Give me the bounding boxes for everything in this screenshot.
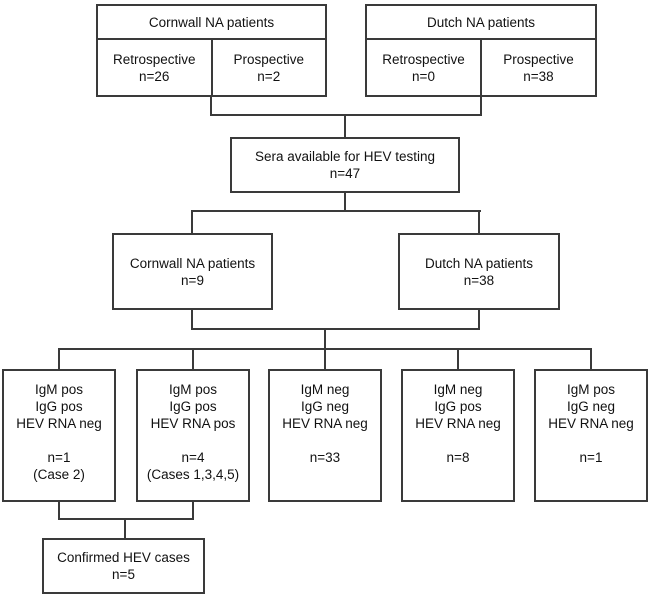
connector-into-cornwall-cohort (191, 211, 193, 233)
serology-line: HEV RNA neg (548, 416, 634, 431)
cell-count: n=38 (523, 68, 554, 84)
cornwall-cohort-box: Cornwall NA patients n=9 (112, 233, 273, 310)
dutch-cohort-box: Dutch NA patients n=38 (398, 233, 560, 310)
serology-line: IgG pos (434, 399, 482, 414)
outcome-count: n=4 (181, 450, 205, 465)
confirmed-hev-cases-box: Confirmed HEV cases n=5 (42, 538, 205, 594)
cornwall-retrospective-cell: Retrospective n=26 (98, 40, 211, 95)
cohort-count: n=9 (181, 272, 204, 288)
dutch-source-group-cells: Retrospective n=0 Prospective n=38 (367, 40, 595, 95)
cell-label: Prospective (233, 51, 305, 67)
serology-line: HEV RNA neg (415, 416, 501, 431)
outcome-box-igm-pos-igg-neg-rna-neg: IgM pos IgG neg HEV RNA neg n=1 (534, 369, 648, 502)
serology-line: IgG neg (300, 399, 350, 414)
connector-join-confirmed (58, 518, 194, 520)
serology-line: IgG pos (35, 399, 83, 414)
outcome-count: n=8 (446, 450, 470, 465)
connector-into-dutch-cohort (478, 211, 480, 233)
outcome-count: n=1 (47, 450, 71, 465)
connector-join-top (210, 114, 482, 116)
connector-dutch-cohort-down (478, 310, 480, 329)
connector-outcome-1-down (58, 502, 60, 519)
confirmed-label: Confirmed HEV cases (57, 550, 190, 565)
dutch-retrospective-cell: Retrospective n=0 (367, 40, 480, 95)
serology-line: IgM neg (433, 382, 483, 397)
confirmed-count: n=5 (112, 567, 135, 582)
outcome-box-igm-neg-igg-pos-rna-neg: IgM neg IgG pos HEV RNA neg n=8 (401, 369, 515, 502)
cornwall-source-group-box: Cornwall NA patients Retrospective n=26 … (96, 4, 327, 97)
outcome-cases (403, 466, 513, 483)
connector-join-cohorts (191, 328, 480, 330)
cell-label: Prospective (503, 51, 574, 67)
connector-into-outcome-5 (590, 349, 592, 369)
connector-into-confirmed (124, 519, 126, 538)
dutch-source-group-box: Dutch NA patients Retrospective n=0 Pros… (365, 4, 597, 97)
serology-line: HEV RNA neg (16, 416, 102, 431)
serology-line: IgM pos (566, 382, 616, 397)
cornwall-prospective-cell: Prospective n=2 (210, 40, 326, 95)
cell-label: Retrospective (112, 51, 196, 67)
connector-cornwall-cohort-down (191, 310, 193, 329)
serology-line: IgM pos (34, 382, 84, 397)
serology-line: HEV RNA neg (282, 416, 368, 431)
connector-mid-drop (324, 329, 326, 349)
outcome-cases: (Cases 1,3,4,5) (146, 467, 240, 482)
connector-sera-down (344, 193, 346, 212)
cell-label: Retrospective (382, 51, 465, 67)
outcome-box-igm-neg-igg-neg-rna-neg: IgM neg IgG neg HEV RNA neg n=33 (268, 369, 382, 502)
spacer-line (4, 432, 114, 449)
dutch-source-group-title: Dutch NA patients (367, 6, 595, 40)
outcome-cases (270, 466, 380, 483)
connector-cornwall-group-down (210, 97, 212, 116)
outcome-cases (536, 466, 646, 483)
sera-available-label: Sera available for HEV testing (254, 149, 436, 164)
connector-split-cohorts (191, 210, 481, 212)
outcome-count: n=33 (309, 450, 341, 465)
connector-into-outcome-3 (324, 349, 326, 369)
cohort-label: Dutch NA patients (424, 255, 534, 271)
sera-available-box: Sera available for HEV testing n=47 (230, 137, 460, 193)
outcome-count: n=1 (579, 450, 603, 465)
cell-count: n=2 (257, 68, 281, 84)
sera-available-count: n=47 (329, 166, 361, 181)
spacer-line (138, 432, 248, 449)
serology-line: IgM pos (168, 382, 218, 397)
spacer-line (270, 432, 380, 449)
serology-line: IgG neg (566, 399, 616, 414)
cohort-count: n=38 (463, 272, 495, 288)
cornwall-source-group-title: Cornwall NA patients (98, 6, 325, 40)
cell-count: n=26 (139, 68, 170, 84)
connector-into-outcome-1 (58, 349, 60, 369)
cell-count: n=0 (412, 68, 435, 84)
spacer-line (536, 432, 646, 449)
connector-dutch-group-down (480, 97, 482, 116)
connector-into-outcome-4 (457, 349, 459, 369)
spacer-line (403, 432, 513, 449)
connector-outcome-2-down (192, 502, 194, 519)
connector-into-sera (344, 115, 346, 137)
cohort-label: Cornwall NA patients (129, 255, 256, 271)
serology-line: IgM neg (300, 382, 350, 397)
serology-line: HEV RNA pos (150, 416, 236, 431)
outcome-cases: (Case 2) (33, 467, 85, 482)
cornwall-source-group-cells: Retrospective n=26 Prospective n=2 (98, 40, 325, 95)
connector-into-outcome-2 (192, 349, 194, 369)
dutch-prospective-cell: Prospective n=38 (480, 40, 595, 95)
serology-line: IgG pos (169, 399, 217, 414)
outcome-box-igm-pos-igg-pos-rna-neg: IgM pos IgG pos HEV RNA neg n=1 (Case 2) (2, 369, 116, 502)
outcome-box-igm-pos-igg-pos-rna-pos: IgM pos IgG pos HEV RNA pos n=4 (Cases 1… (136, 369, 250, 502)
